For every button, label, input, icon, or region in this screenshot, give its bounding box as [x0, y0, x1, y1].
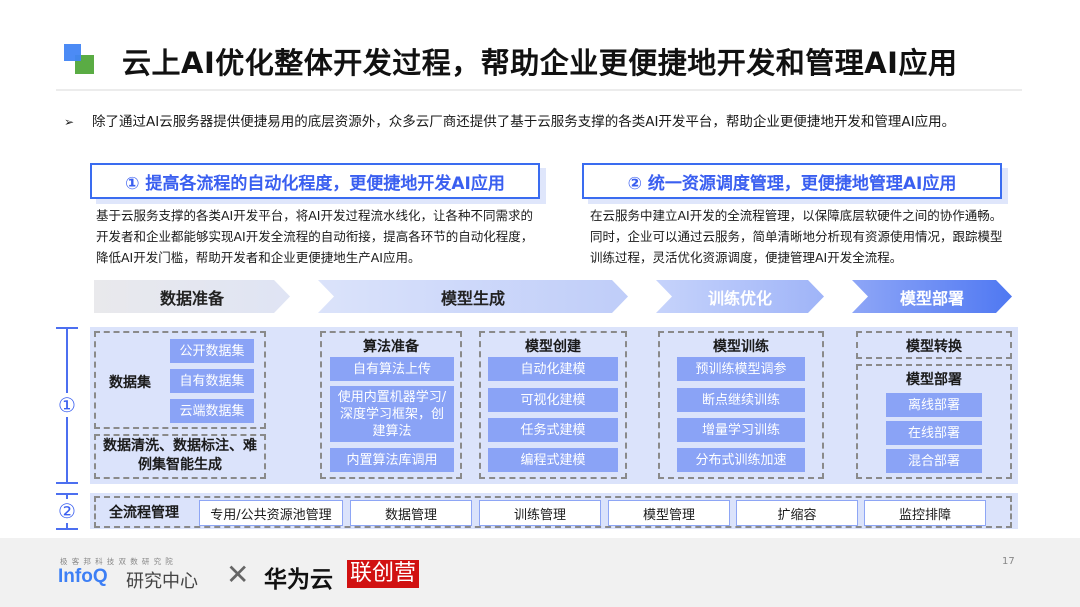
algo-builtin-framework: 使用内置机器学习/深度学习框架，创建算法 [330, 386, 454, 442]
creation-automated: 自动化建模 [488, 357, 618, 381]
dataset-label: 数据集 [109, 375, 151, 391]
training-distributed: 分布式训练加速 [677, 448, 805, 472]
huawei-cloud-logo: 华为云 [264, 567, 333, 593]
mgmt-resource-pool: 专用/公共资源池管理 [199, 500, 343, 526]
infoq-research-center: 研究中心 [126, 571, 198, 592]
intro-bullet: ➢ 除了通过AI云服务器提供便捷易用的底层资源外，众多云厂商还提供了基于云服务支… [64, 111, 1014, 133]
algorithm-prep-title: 算法准备 [363, 339, 419, 355]
layer-1-bracket-bottom [56, 482, 78, 484]
camp-badge: 联创营 [347, 560, 420, 588]
dataset-public: 公开数据集 [170, 339, 254, 363]
dataset-cloud: 云端数据集 [170, 399, 254, 423]
cross-icon: ✕ [226, 558, 250, 591]
model-creation-group [479, 331, 627, 479]
logo-blue-square [64, 44, 81, 61]
infoq-brand: InfoQ [58, 566, 108, 587]
model-deploy-title: 模型部署 [906, 372, 962, 388]
model-training-title: 模型训练 [713, 339, 769, 355]
point-2-heading: ② 统一资源调度管理，更便捷地管理AI应用 [582, 163, 1002, 199]
mgmt-model: 模型管理 [608, 500, 730, 526]
layer-2-bracket-bottom [56, 528, 78, 530]
mgmt-scaling: 扩缩容 [736, 500, 858, 526]
stage-data-prep: 数据准备 [94, 280, 290, 313]
mgmt-data: 数据管理 [350, 500, 472, 526]
page-number: 17 [1002, 556, 1015, 567]
management-group [94, 496, 1012, 528]
training-pretrained-tuning: 预训练模型调参 [677, 357, 805, 381]
deploy-online: 在线部署 [886, 421, 982, 445]
training-resume: 断点继续训练 [677, 388, 805, 412]
algo-library: 内置算法库调用 [330, 448, 454, 472]
stage-model-deployment: 模型部署 [852, 280, 1012, 313]
management-label: 全流程管理 [109, 505, 179, 521]
infoq-logo: InfoQ [58, 566, 108, 588]
training-incremental: 增量学习训练 [677, 418, 805, 442]
layer-1-marker: ① [55, 393, 79, 417]
model-creation-title: 模型创建 [525, 339, 581, 355]
algorithm-prep-group [320, 331, 462, 479]
model-conversion-group [856, 331, 1012, 359]
creation-task: 任务式建模 [488, 418, 618, 442]
title-divider [56, 89, 1022, 91]
point-2-body: 在云服务中建立AI开发的全流程管理，以保障底层软硬件之间的协作通畅。同时，企业可… [590, 208, 1003, 265]
algo-upload: 自有算法上传 [330, 357, 454, 381]
creation-programmatic: 编程式建模 [488, 448, 618, 472]
mgmt-monitoring: 监控排障 [864, 500, 986, 526]
mgmt-training: 训练管理 [479, 500, 601, 526]
arrow-bullet-icon: ➢ [64, 115, 75, 129]
point-1-body: 基于云服务支撑的各类AI开发平台，将AI开发过程流水线化，让各种不同需求的开发者… [96, 208, 534, 265]
infoq-tagline: 极客邦科技双数研究院 [60, 557, 177, 566]
stage-model-generation: 模型生成 [318, 280, 628, 313]
deploy-hybrid: 混合部署 [886, 449, 982, 473]
page-title: 云上AI优化整体开发过程，帮助企业更便捷地开发和管理AI应用 [122, 46, 958, 80]
data-processing-group [94, 434, 266, 479]
dataset-group [94, 331, 266, 429]
model-conversion-title: 模型转换 [906, 339, 962, 355]
dataset-private: 自有数据集 [170, 369, 254, 393]
intro-text: 除了通过AI云服务器提供便捷易用的底层资源外，众多云厂商还提供了基于云服务支撑的… [92, 114, 956, 130]
deploy-offline: 离线部署 [886, 393, 982, 417]
footer [0, 538, 1080, 607]
creation-visual: 可视化建模 [488, 388, 618, 412]
data-processing-text: 数据清洗、数据标注、难例集智能生成 [103, 438, 257, 473]
stage-training-optimization: 训练优化 [656, 280, 824, 313]
layer-2-marker: ② [55, 499, 79, 523]
point-1-heading: ① 提高各流程的自动化程度，更便捷地开发AI应用 [90, 163, 540, 199]
model-training-group [658, 331, 824, 479]
model-deploy-group [856, 364, 1012, 479]
